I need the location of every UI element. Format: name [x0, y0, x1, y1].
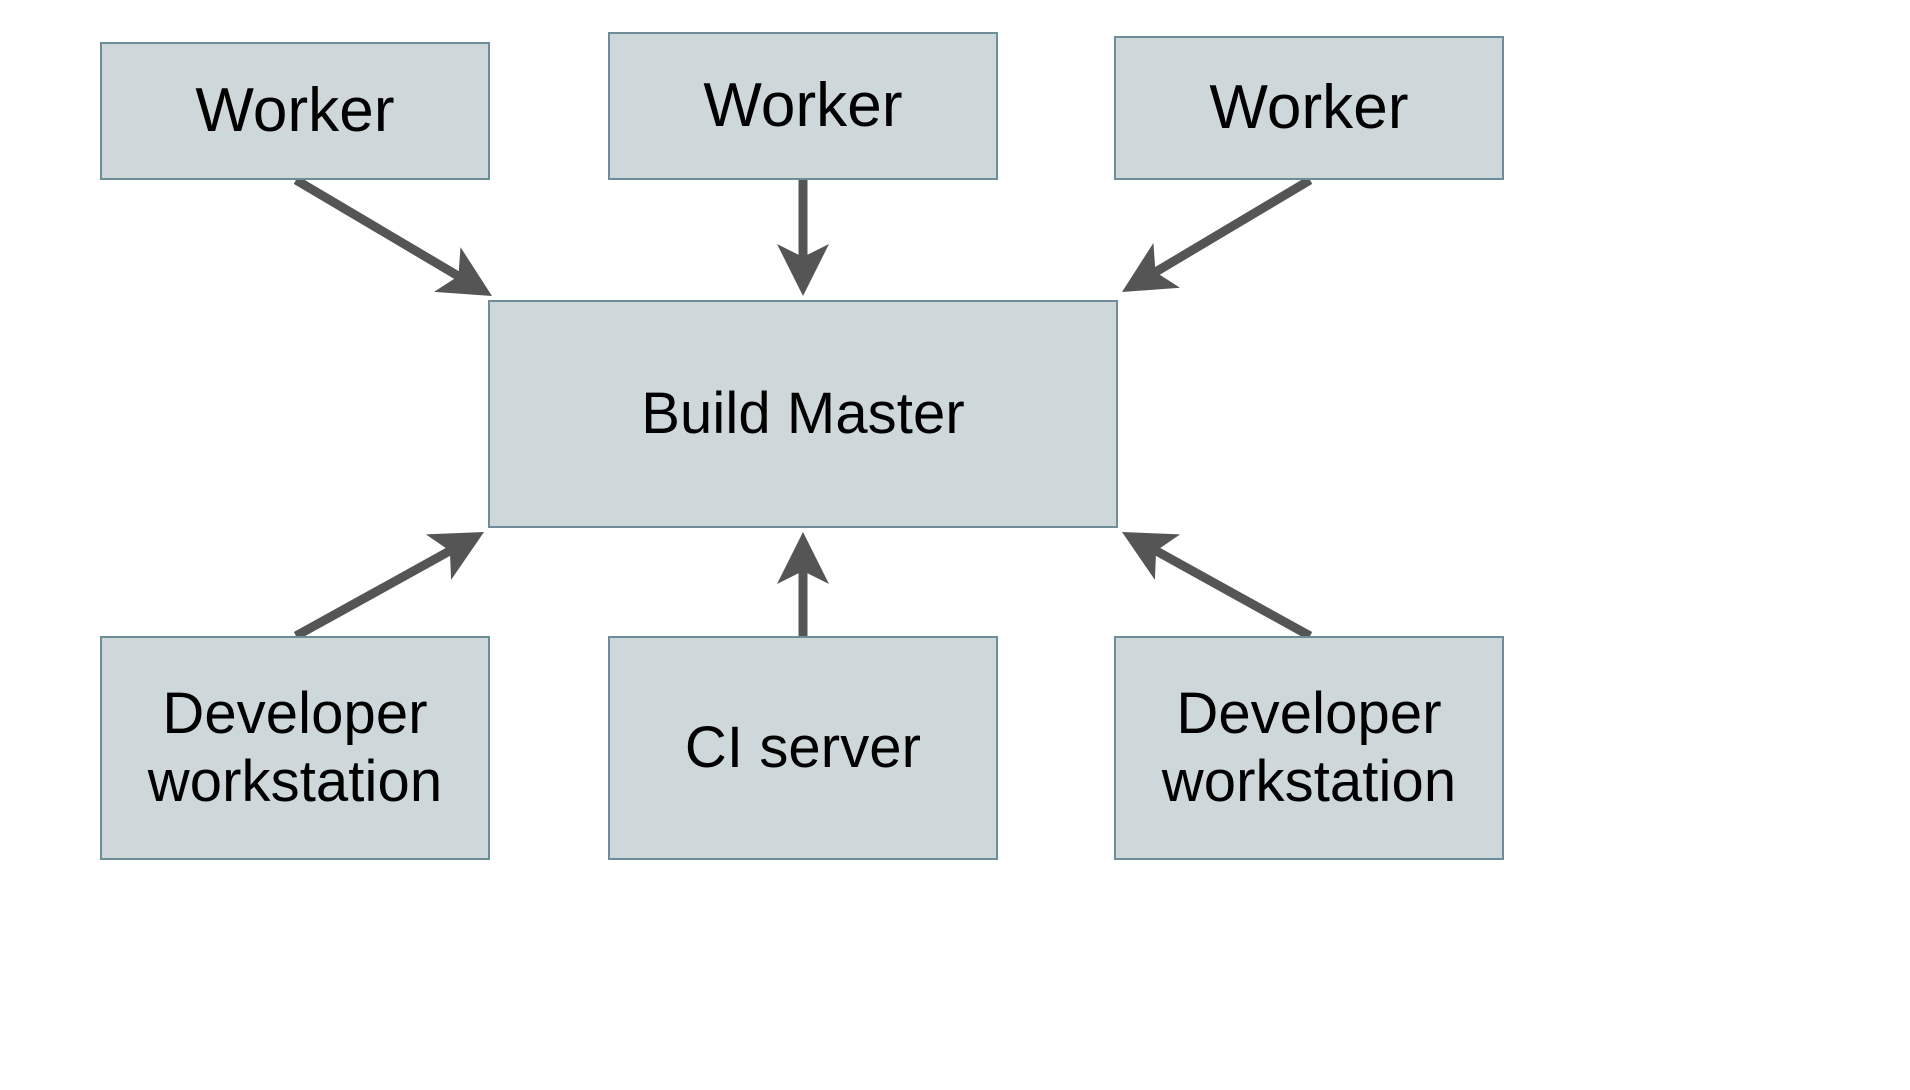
node-ci-server[interactable]: CI server — [608, 636, 998, 860]
node-developer-workstation-right[interactable]: Developer workstation — [1114, 636, 1504, 860]
edge-devright-to-master-arrowhead-icon — [1122, 532, 1181, 580]
edge-worker2-to-master-arrowhead-icon — [777, 244, 829, 296]
node-developer-workstation-left-label: Developer workstation — [147, 680, 443, 814]
edge-worker3-to-master-shaft — [1147, 176, 1313, 280]
node-developer-workstation-right-label: Developer workstation — [1161, 680, 1457, 814]
node-worker-1-label: Worker — [195, 76, 395, 146]
edge-worker1-to-master-arrowhead-icon — [434, 247, 492, 296]
edge-ci-to-master — [777, 532, 829, 636]
edge-worker1-to-master-shaft — [293, 176, 467, 284]
edge-devleft-to-master — [293, 532, 484, 640]
edge-devleft-to-master-arrowhead-icon — [425, 532, 484, 580]
node-build-master-label: Build Master — [641, 380, 965, 446]
edge-devright-to-master — [1122, 532, 1313, 640]
edge-worker1-to-master — [293, 176, 492, 296]
edge-worker3-to-master — [1122, 176, 1313, 292]
node-worker-3-label: Worker — [1209, 73, 1409, 143]
node-worker-2[interactable]: Worker — [608, 32, 998, 180]
edge-devright-to-master-shaft — [1148, 543, 1313, 640]
edge-worker3-to-master-arrowhead-icon — [1122, 243, 1180, 292]
edge-worker2-to-master — [777, 180, 829, 296]
node-ci-server-label: CI server — [684, 714, 922, 780]
node-worker-3[interactable]: Worker — [1114, 36, 1504, 180]
node-worker-2-label: Worker — [703, 71, 903, 141]
node-build-master[interactable]: Build Master — [488, 300, 1118, 528]
edge-devleft-to-master-shaft — [293, 543, 458, 640]
edge-ci-to-master-arrowhead-icon — [777, 532, 829, 584]
node-worker-1[interactable]: Worker — [100, 42, 490, 180]
node-developer-workstation-left[interactable]: Developer workstation — [100, 636, 490, 860]
